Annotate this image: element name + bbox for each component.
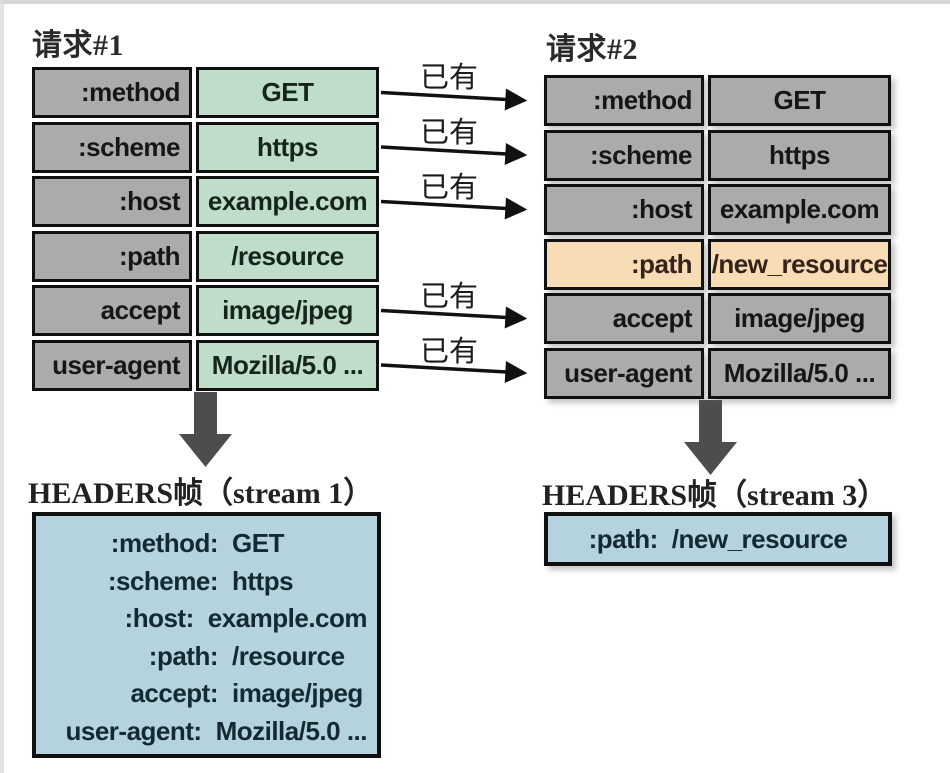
arrow-label: 已有 — [419, 336, 478, 368]
frame-line-key: :host: — [124, 603, 195, 634]
arrow-label: 已有 — [419, 62, 478, 94]
header-key-cell: :path — [32, 230, 192, 282]
header-value-cell: https — [196, 121, 379, 173]
header-value-cell: image/jpeg — [708, 293, 891, 344]
frame-line-value: https — [232, 565, 294, 596]
header-row-new-path: :path /new_resource — [544, 238, 891, 290]
frame-line-value: example.com — [207, 603, 368, 634]
frame-line: :scheme: https — [46, 563, 367, 601]
frame-line-value: /new_resource — [671, 523, 848, 554]
header-row: accept image/jpeg — [32, 285, 379, 336]
frame-line-key: accept: — [130, 678, 218, 709]
header-value-cell: example.com — [196, 176, 379, 227]
header-value-cell: GET — [196, 67, 379, 118]
frame-line-value: image/jpeg — [232, 678, 363, 709]
down-arrow-icon-left — [179, 392, 232, 467]
frame-line-key: user-agent: — [65, 715, 202, 746]
frame-line-key: :scheme: — [107, 565, 219, 596]
header-key-cell: user-agent — [32, 339, 192, 391]
header-value-cell: example.com — [708, 184, 891, 235]
frame1-title: HEADERS帧（stream 1） — [28, 477, 374, 510]
header-value-cell: GET — [708, 75, 891, 126]
header-value-cell: https — [708, 129, 891, 181]
header-key-cell: :host — [32, 176, 192, 227]
header-row: user-agent Mozilla/5.0 ... — [544, 347, 891, 399]
header-value-cell: image/jpeg — [196, 285, 379, 336]
header-row: :host example.com — [544, 184, 891, 235]
header-key-cell: :method — [32, 67, 192, 118]
header-key-cell: :host — [544, 184, 704, 235]
request2-header-table: :method GET :scheme https :host example.… — [544, 75, 891, 399]
header-value-cell: Mozilla/5.0 ... — [708, 347, 891, 399]
header-row: :method GET — [32, 67, 379, 118]
header-row: :host example.com — [32, 176, 379, 227]
header-key-cell: :method — [544, 75, 704, 126]
header-key-cell: :scheme — [32, 121, 192, 173]
header-row: :path /resource — [32, 230, 379, 282]
arrow-label: 已有 — [419, 117, 478, 149]
header-value-cell: Mozilla/5.0 ... — [196, 339, 379, 391]
frame-line: :method: GET — [46, 525, 367, 563]
frame-line-value: /resource — [232, 640, 345, 671]
frame-line: user-agent: Mozilla/5.0 ... — [46, 713, 367, 751]
header-value-cell: /resource — [196, 230, 379, 282]
frame-line: accept: image/jpeg — [46, 675, 367, 713]
header-key-cell: :path — [544, 238, 704, 290]
header-row: accept image/jpeg — [544, 293, 891, 344]
header-row: :scheme https — [544, 129, 891, 181]
request1-title: 请求#1 — [32, 29, 124, 62]
request1-header-table: :method GET :scheme https :host example.… — [32, 67, 379, 391]
frame-line: :host: example.com — [46, 600, 368, 638]
frame3-title: HEADERS帧（stream 3） — [542, 479, 888, 512]
arrow-label: 已有 — [419, 281, 478, 313]
frame-line-key: :path: — [148, 640, 219, 671]
header-key-cell: :scheme — [544, 129, 704, 181]
down-arrow-icon-right — [684, 400, 737, 475]
header-key-cell: accept — [544, 293, 704, 344]
frame-line-value: GET — [232, 528, 284, 559]
request2-title: 请求#2 — [546, 33, 638, 66]
frame-line-value: Mozilla/5.0 ... — [215, 715, 368, 746]
header-key-cell: accept — [32, 285, 192, 336]
frame-line-key: :method: — [110, 528, 219, 559]
header-row: :scheme https — [32, 121, 379, 173]
frame-line: :path: /new_resource — [589, 520, 848, 558]
headers-frame-stream1: :method: GET :scheme: https :host: examp… — [32, 512, 381, 758]
header-value-cell: /new_resource — [708, 238, 891, 290]
header-row: :method GET — [544, 75, 891, 126]
header-row: user-agent Mozilla/5.0 ... — [32, 339, 379, 391]
arrow-label: 已有 — [419, 172, 478, 204]
frame-line-key: :path: — [588, 523, 659, 554]
header-key-cell: user-agent — [544, 347, 704, 399]
frame-line: :path: /resource — [46, 638, 367, 676]
headers-frame-stream3: :path: /new_resource — [544, 512, 892, 566]
